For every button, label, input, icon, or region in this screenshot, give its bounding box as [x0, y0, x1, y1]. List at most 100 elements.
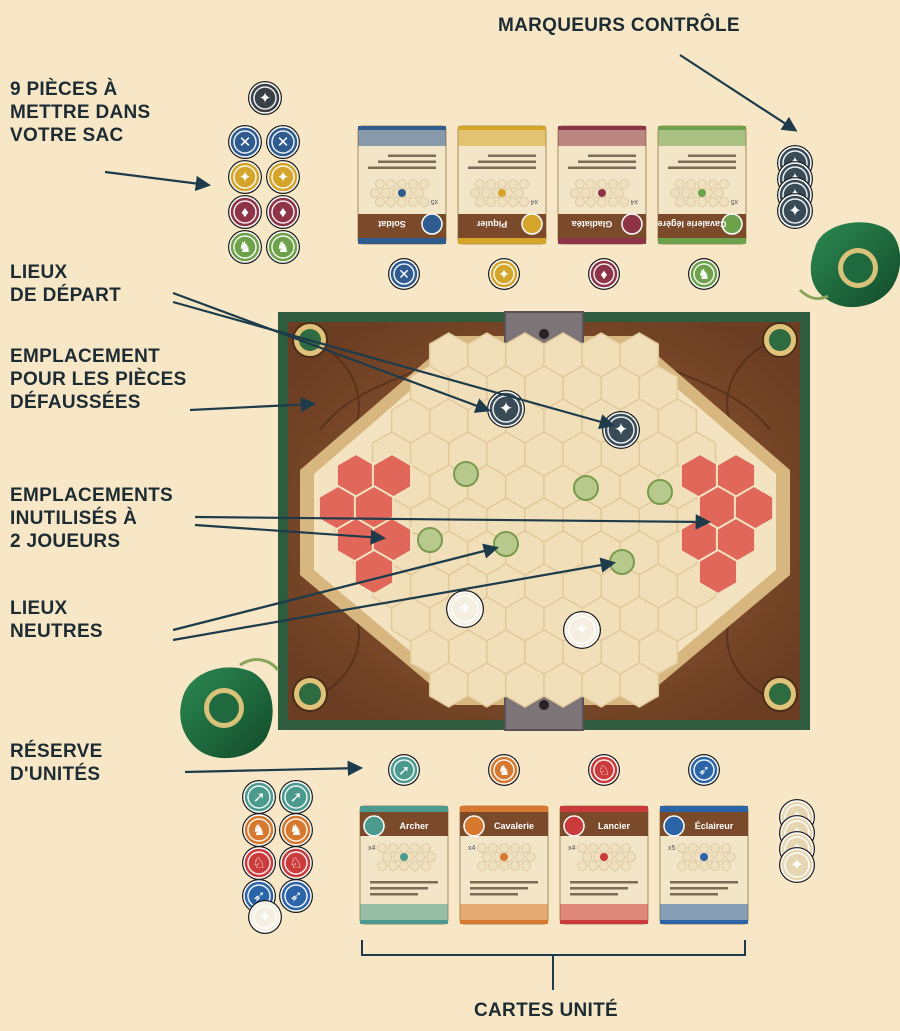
- reserve-piece-token: ♘: [242, 846, 276, 880]
- svg-text:➚: ➚: [398, 762, 410, 778]
- reserve-type-token: ♞: [488, 754, 520, 786]
- svg-text:♞: ♞: [698, 266, 711, 282]
- svg-text:♞: ♞: [252, 822, 265, 839]
- bag-bottom-left: [180, 658, 280, 759]
- bottom-unit-card: Éclaireur x5: [659, 805, 749, 925]
- royal-token: ✦: [248, 81, 282, 115]
- unused-hex: [353, 548, 395, 596]
- bottom-unit-card: Archer x4: [359, 805, 449, 925]
- bag-piece-token: ♦: [266, 195, 300, 229]
- card-count: x5: [668, 845, 676, 852]
- neutral-location: [453, 461, 479, 487]
- unit-type-token: ♞: [688, 258, 720, 290]
- svg-text:✦: ✦: [259, 90, 272, 107]
- bottom-unit-card: Cavalerie x4: [459, 805, 549, 925]
- svg-text:➶: ➶: [698, 762, 710, 778]
- svg-text:✦: ✦: [239, 169, 252, 186]
- arrow-reserve: [184, 760, 364, 776]
- bag-piece-token: ✕: [266, 125, 300, 159]
- svg-text:♞: ♞: [238, 239, 251, 256]
- neutral-location: [573, 475, 599, 501]
- svg-text:✕: ✕: [398, 266, 410, 282]
- top-unit-card: Piquier x4: [457, 125, 547, 245]
- svg-text:✦: ✦: [790, 857, 803, 874]
- reserve-piece-token: ➶: [279, 879, 313, 913]
- svg-text:♦: ♦: [600, 266, 607, 282]
- bag-top-right: [798, 222, 900, 308]
- label-neutral-locations: LIEUX NEUTRES: [10, 598, 103, 642]
- svg-text:➚: ➚: [253, 789, 266, 806]
- svg-text:♘: ♘: [289, 855, 302, 872]
- svg-text:✦: ✦: [259, 909, 272, 926]
- arrow-unused-2: [194, 523, 387, 545]
- neutral-location: [609, 549, 635, 575]
- svg-text:✦: ✦: [575, 620, 589, 639]
- bag-piece-token: ♞: [266, 230, 300, 264]
- reserve-piece-token: ➚: [279, 780, 313, 814]
- card-name: Cavalerie: [494, 821, 534, 831]
- unit-type-token: ✕: [388, 258, 420, 290]
- control-marker-light: ✦: [779, 847, 815, 883]
- top-unit-card: Soldat x5: [357, 125, 447, 245]
- bag-piece-token: ♦: [228, 195, 262, 229]
- top-plaque-keyhole: [539, 329, 549, 339]
- bag-piece-token: ✦: [228, 160, 262, 194]
- bag-piece-token: ✕: [228, 125, 262, 159]
- cards-bracket: [361, 940, 746, 990]
- card-name: Éclaireur: [695, 821, 734, 831]
- reserve-royal-token: ✦: [248, 900, 282, 934]
- reserve-type-token: ➚: [388, 754, 420, 786]
- label-unit-reserve: RÉSERVE D'UNITÉS: [10, 741, 103, 785]
- bottom-unit-card: Lancier x4: [559, 805, 649, 925]
- svg-text:♞: ♞: [498, 762, 511, 778]
- start-token-light: ✦: [446, 590, 484, 628]
- unit-type-token: ♦: [588, 258, 620, 290]
- svg-text:➚: ➚: [290, 789, 303, 806]
- arrow-unused-1: [194, 514, 712, 530]
- svg-text:✕: ✕: [277, 134, 290, 151]
- arrow-start-2: [172, 300, 615, 430]
- card-count: x4: [568, 845, 576, 852]
- card-name: Piquier: [476, 219, 507, 229]
- svg-text:✕: ✕: [239, 134, 252, 151]
- control-marker-dark: ✦: [777, 193, 813, 229]
- label-unit-cards: CARTES UNITÉ: [474, 1000, 618, 1021]
- start-token-dark: ✦: [602, 411, 640, 449]
- label-bag-pieces: 9 PIÈCES À METTRE DANS VOTRE SAC: [10, 79, 151, 146]
- svg-text:♞: ♞: [276, 239, 289, 256]
- svg-text:✦: ✦: [788, 203, 801, 220]
- reserve-piece-token: ♘: [279, 846, 313, 880]
- card-name: Lancier: [598, 821, 631, 831]
- start-token-light: ✦: [563, 611, 601, 649]
- label-discard-area: EMPLACEMENT POUR LES PIÈCES DÉFAUSSÉES: [10, 346, 187, 413]
- tokens: ✦✕✕✦✦♦♦♞♞✦✦✦✦✕✦♦♞✦✦✦✦➚♞♘➶➚➚♞♞♘♘➶➶✦✦✦✦✦: [228, 81, 815, 934]
- svg-text:✦: ✦: [277, 169, 290, 186]
- neutral-location: [647, 479, 673, 505]
- arrow-neutral-1: [172, 543, 499, 632]
- svg-text:✦: ✦: [458, 599, 472, 618]
- svg-text:✦: ✦: [614, 420, 628, 439]
- card-count: x4: [531, 198, 539, 205]
- start-token-dark: ✦: [487, 390, 525, 428]
- svg-text:✦: ✦: [498, 266, 510, 282]
- reserve-type-token: ➶: [688, 754, 720, 786]
- card-count: x4: [368, 845, 376, 852]
- annotation-arrows: [104, 54, 798, 776]
- reserve-piece-token: ♞: [242, 813, 276, 847]
- unused-hex: [697, 548, 739, 596]
- card-name: Cavalerie légère: [657, 219, 726, 229]
- svg-text:♦: ♦: [241, 204, 249, 221]
- arrow-neutral-2: [172, 557, 617, 642]
- arrow-start-1: [172, 291, 491, 413]
- card-name: Archer: [399, 821, 429, 831]
- arrow-discard: [189, 396, 317, 413]
- neutral-location: [493, 531, 519, 557]
- card-name: Soldat: [378, 219, 406, 229]
- svg-text:✦: ✦: [499, 399, 513, 418]
- card-count: x4: [468, 845, 476, 852]
- card-count: x5: [431, 198, 439, 205]
